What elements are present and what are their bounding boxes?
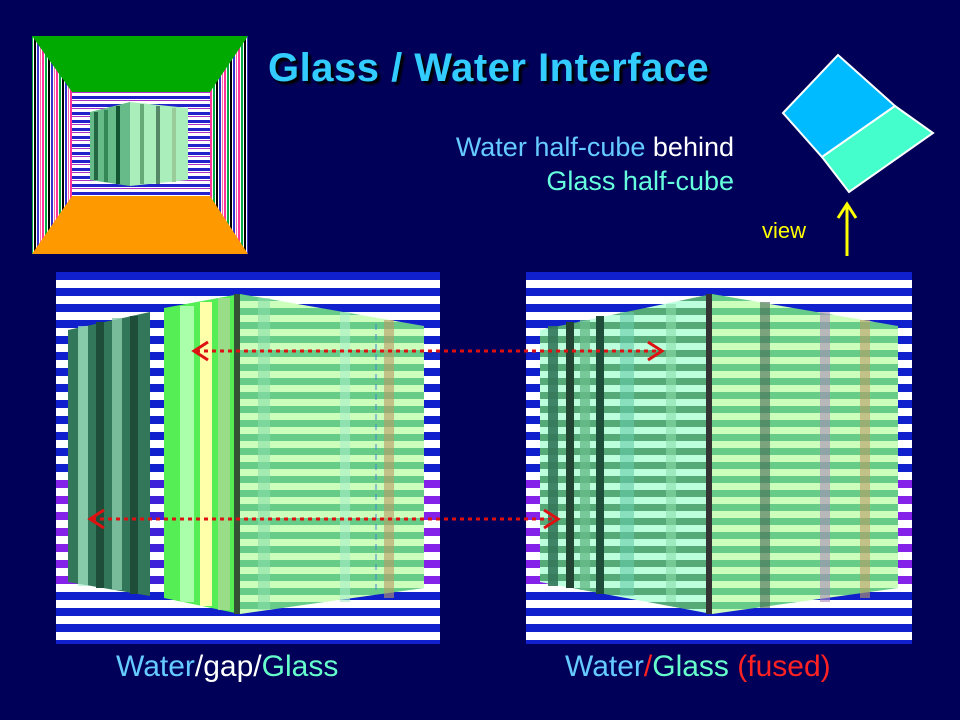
render-panel-right — [526, 272, 912, 644]
thumbnail-box — [32, 36, 248, 254]
slide-title: Glass / Water Interface — [268, 46, 710, 90]
caption-right-slash: / — [643, 650, 653, 683]
subtitle-water-text: Water half-cube — [455, 132, 646, 162]
caption-right-glass: Glass — [652, 650, 729, 683]
comparison-arrow-bottom — [87, 508, 561, 530]
render-panel-left — [56, 272, 440, 644]
caption-right-water: Water — [565, 650, 644, 683]
subtitle-line-2: Glass half-cube — [456, 164, 734, 198]
caption-left-glass: Glass — [261, 650, 339, 683]
caption-left-water: Water — [116, 650, 195, 683]
subtitle-glass-text: Glass half-cube — [546, 166, 734, 196]
half-cube-diagram — [781, 53, 935, 194]
view-label: view — [762, 218, 807, 243]
subtitle-line-1: Water half-cube behind — [456, 130, 734, 164]
caption-right: Water/Glass (fused) — [565, 650, 831, 684]
view-arrow — [836, 201, 858, 256]
caption-left-gap: /gap/ — [194, 650, 262, 683]
slide-subtitle: Water half-cube behind Glass half-cube — [456, 130, 734, 198]
caption-left: Water/gap/Glass — [116, 650, 338, 684]
comparison-arrow-top — [191, 340, 665, 362]
subtitle-behind-text: behind — [645, 132, 734, 162]
caption-right-fused: (fused) — [728, 650, 831, 683]
